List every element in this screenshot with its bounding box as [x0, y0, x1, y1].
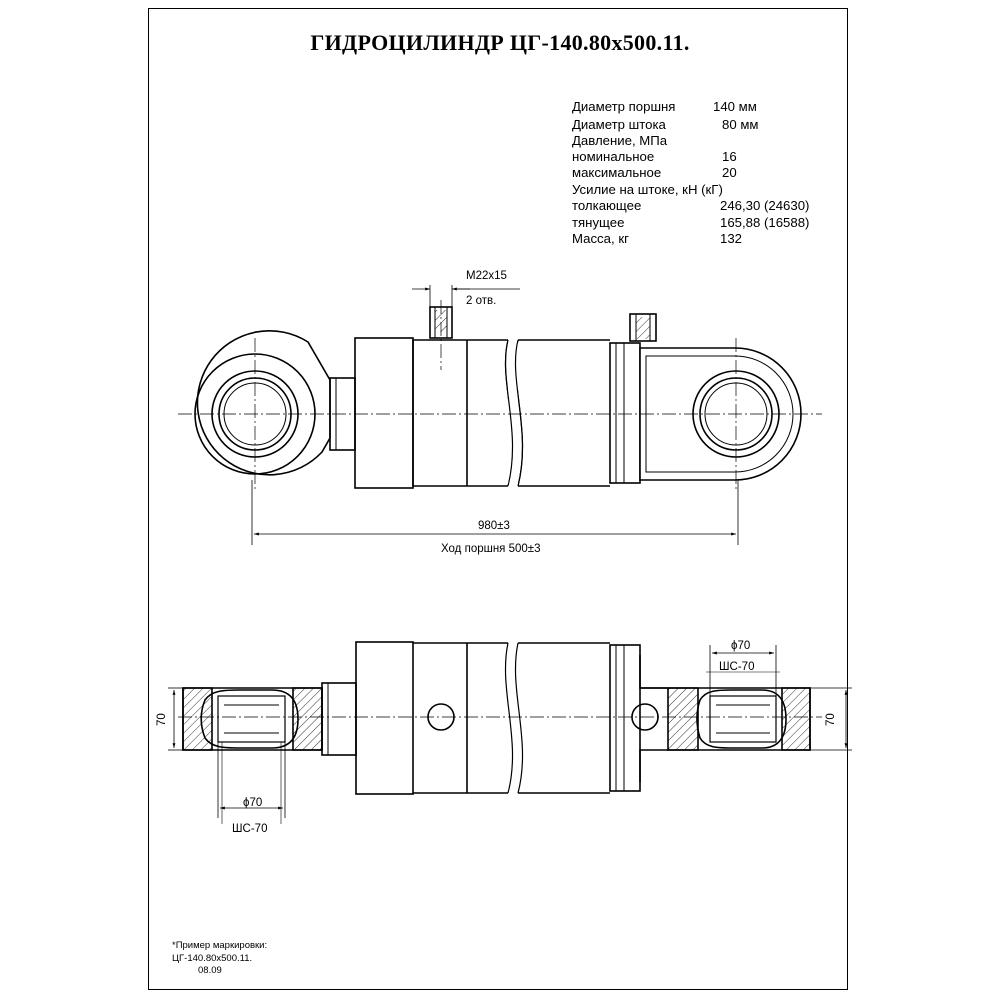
marking-header: *Пример маркировки:: [172, 940, 268, 951]
bottom-view: [178, 640, 822, 796]
left-eye-top: [194, 330, 331, 476]
rear-cap-top: [609, 342, 641, 484]
right-eye-section: [631, 655, 811, 782]
top-dimensions: [251, 285, 739, 545]
spec-label: максимальное: [572, 165, 662, 180]
spec-value: 16: [722, 149, 737, 164]
spec-label: Давление, МПа: [572, 133, 668, 148]
spec-label: Диаметр поршня: [572, 99, 676, 114]
spec-label: номинальное: [572, 149, 655, 164]
barrel-bottom: [413, 640, 610, 796]
width-left-label: 70: [156, 713, 168, 726]
left-eye-section: [182, 687, 323, 751]
rod-bottom: [321, 682, 357, 756]
spec-value: 20: [722, 165, 737, 180]
drawing-title: ГИДРОЦИЛИНДР ЦГ-140.80х500.11.: [310, 30, 690, 55]
spec-label: Усилие на штоке, кН (кГ): [572, 182, 723, 197]
front-cap: [354, 337, 414, 489]
port-right: [629, 313, 657, 342]
spec-label: толкающее: [572, 198, 642, 213]
length-label: 980±3: [478, 520, 510, 532]
bearing-right-label: ШС-70: [719, 661, 754, 673]
spec-label: Масса, кг: [572, 231, 629, 246]
spec-label: тянущее: [572, 215, 625, 230]
bore-right-label: ϕ70: [731, 640, 750, 652]
barrel-top: [412, 338, 610, 488]
drawing-frame: [148, 8, 848, 990]
bore-left-label: ϕ70: [243, 797, 262, 809]
spec-value: 140 мм: [713, 99, 757, 114]
spec-value: 246,30 (24630): [720, 198, 810, 213]
spec-value: 80 мм: [722, 117, 759, 132]
port-thread-label: М22х15: [466, 270, 507, 282]
stroke-label: Ход поршня 500±3: [441, 543, 541, 555]
bottom-dimensions: [168, 645, 852, 824]
top-view: [178, 300, 822, 490]
bearing-left-label: ШС-70: [232, 823, 267, 835]
spec-value: 132: [720, 231, 743, 246]
width-right-label: 70: [825, 713, 837, 726]
port-count-label: 2 отв.: [466, 295, 496, 307]
spec-value: 165,88 (16588): [720, 215, 810, 230]
marking-line2: 08.09: [198, 965, 222, 976]
marking-example: *Пример маркировки: ЦГ-140.80х500.11. 08…: [172, 940, 267, 978]
marking-line1: ЦГ-140.80х500.11.: [172, 952, 253, 964]
spec-label: Диаметр штока: [572, 117, 666, 132]
